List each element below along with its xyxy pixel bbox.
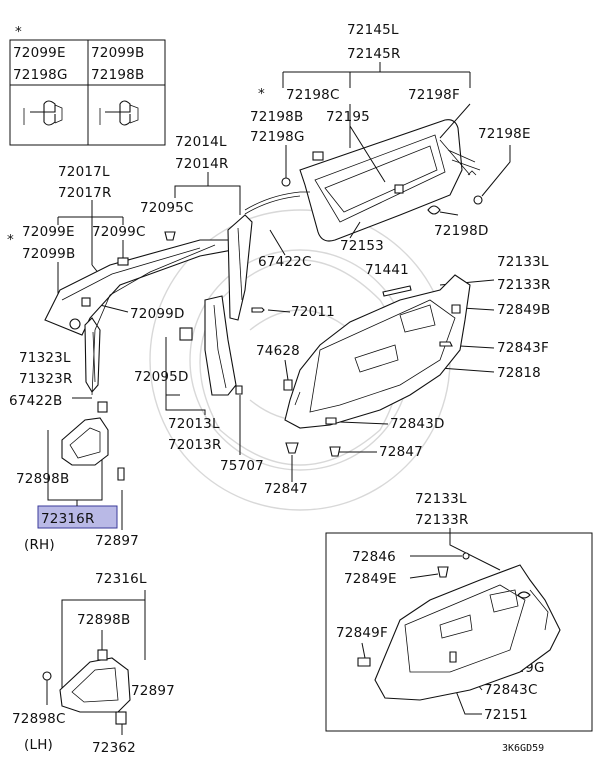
label-72847-right: 72847 <box>379 444 423 460</box>
asterisk-left: * <box>7 232 14 248</box>
label-72095C: 72095C <box>140 200 194 216</box>
label-75707: 75707 <box>220 458 264 474</box>
window-frame-assembly: 72145L 72145R * 72198C 72198B 72198G 721… <box>244 22 531 297</box>
label-72198D: 72198D <box>434 223 489 239</box>
diagram-code: 3K6GD59 <box>502 743 544 754</box>
callout-box: * 72099E 72099B 72198G 72198B <box>9 24 166 146</box>
label-72847-bottom: 72847 <box>264 481 308 497</box>
label-72843C: 72843C <box>484 682 538 698</box>
label-71323L: 71323L <box>19 350 71 366</box>
label-72133R: 72133R <box>497 277 551 293</box>
clip-drawing-right <box>99 100 139 126</box>
asterisk-top: * <box>15 24 22 40</box>
label-RH: (RH) <box>24 537 55 553</box>
label-72198G: 72198G <box>250 129 305 145</box>
label-72198C: 72198C <box>286 87 340 103</box>
label-72133L-box: 72133L <box>415 491 467 507</box>
label-72849F: 72849F <box>336 625 388 641</box>
label-72011: 72011 <box>291 304 335 320</box>
label-72099B: 72099B <box>22 246 75 262</box>
label-72198E: 72198E <box>478 126 531 142</box>
label-72897: 72897 <box>95 533 139 549</box>
clip-drawing-left <box>23 100 63 126</box>
label-71441: 71441 <box>365 262 409 278</box>
label-72013R: 72013R <box>168 437 222 453</box>
label-72898C: 72898C <box>12 711 66 727</box>
label-72846: 72846 <box>352 549 396 565</box>
label-67422B: 67422B <box>9 393 62 409</box>
label-72316R: 72316R <box>41 511 95 527</box>
label-67422C: 67422C <box>258 254 312 270</box>
label-72013L: 72013L <box>168 416 220 432</box>
label-72897-lh: 72897 <box>131 683 175 699</box>
quarter-trim-panel-variant-box: 72133L 72133R 72846 72849E 72849F 72849G… <box>325 491 593 732</box>
kick-panel-lh: 72316L 72898B 72897 72898C (LH) 72362 <box>12 571 175 756</box>
label-72195: 72195 <box>326 109 370 125</box>
label-71323R: 71323R <box>19 371 73 387</box>
label-72198B: 72198B <box>250 109 303 125</box>
label-72014L: 72014L <box>175 134 227 150</box>
label-72014R: 72014R <box>175 156 229 172</box>
label-72198F: 72198F <box>408 87 460 103</box>
callout-cell-72099E: 72099E <box>13 45 66 61</box>
callout-cell-72099B: 72099B <box>91 45 144 61</box>
label-72133L: 72133L <box>497 254 549 270</box>
label-72849B: 72849B <box>497 302 550 318</box>
label-72898B-lh: 72898B <box>77 612 130 628</box>
center-pillar-lower-trim: 72095D 72013L 72013R 75707 74628 <box>134 295 300 474</box>
label-72099E: 72099E <box>22 224 75 240</box>
label-72898B: 72898B <box>16 471 69 487</box>
callout-cell-72198B: 72198B <box>91 67 144 83</box>
label-72099C: 72099C <box>92 224 146 240</box>
front-pillar-trims: 72017L 72017R 72014L 72014R 72095C * 720… <box>7 134 335 409</box>
label-72153: 72153 <box>340 238 384 254</box>
label-72849E: 72849E <box>344 571 397 587</box>
label-72133R-box: 72133R <box>415 512 469 528</box>
label-LH: (LH) <box>24 737 53 753</box>
label-72017R: 72017R <box>58 185 112 201</box>
callout-cell-72198G: 72198G <box>13 67 68 83</box>
label-72316L: 72316L <box>95 571 147 587</box>
label-72099D: 72099D <box>130 306 185 322</box>
kick-panel-rh: 72898B 72316R (RH) 72897 <box>16 401 139 553</box>
label-72151: 72151 <box>484 707 528 723</box>
label-72818: 72818 <box>497 365 541 381</box>
label-72095D: 72095D <box>134 369 189 385</box>
label-72843D: 72843D <box>390 416 445 432</box>
label-72145R: 72145R <box>347 46 401 62</box>
label-72017L: 72017L <box>58 164 110 180</box>
quarter-trim-panel-upper: 72133L 72133R 72849B 72843F 72818 72843D… <box>264 254 551 497</box>
asterisk-mid: * <box>258 86 265 102</box>
label-72145L: 72145L <box>347 22 399 38</box>
label-72362: 72362 <box>92 740 136 756</box>
label-74628: 74628 <box>256 343 300 359</box>
label-72843F: 72843F <box>497 340 549 356</box>
